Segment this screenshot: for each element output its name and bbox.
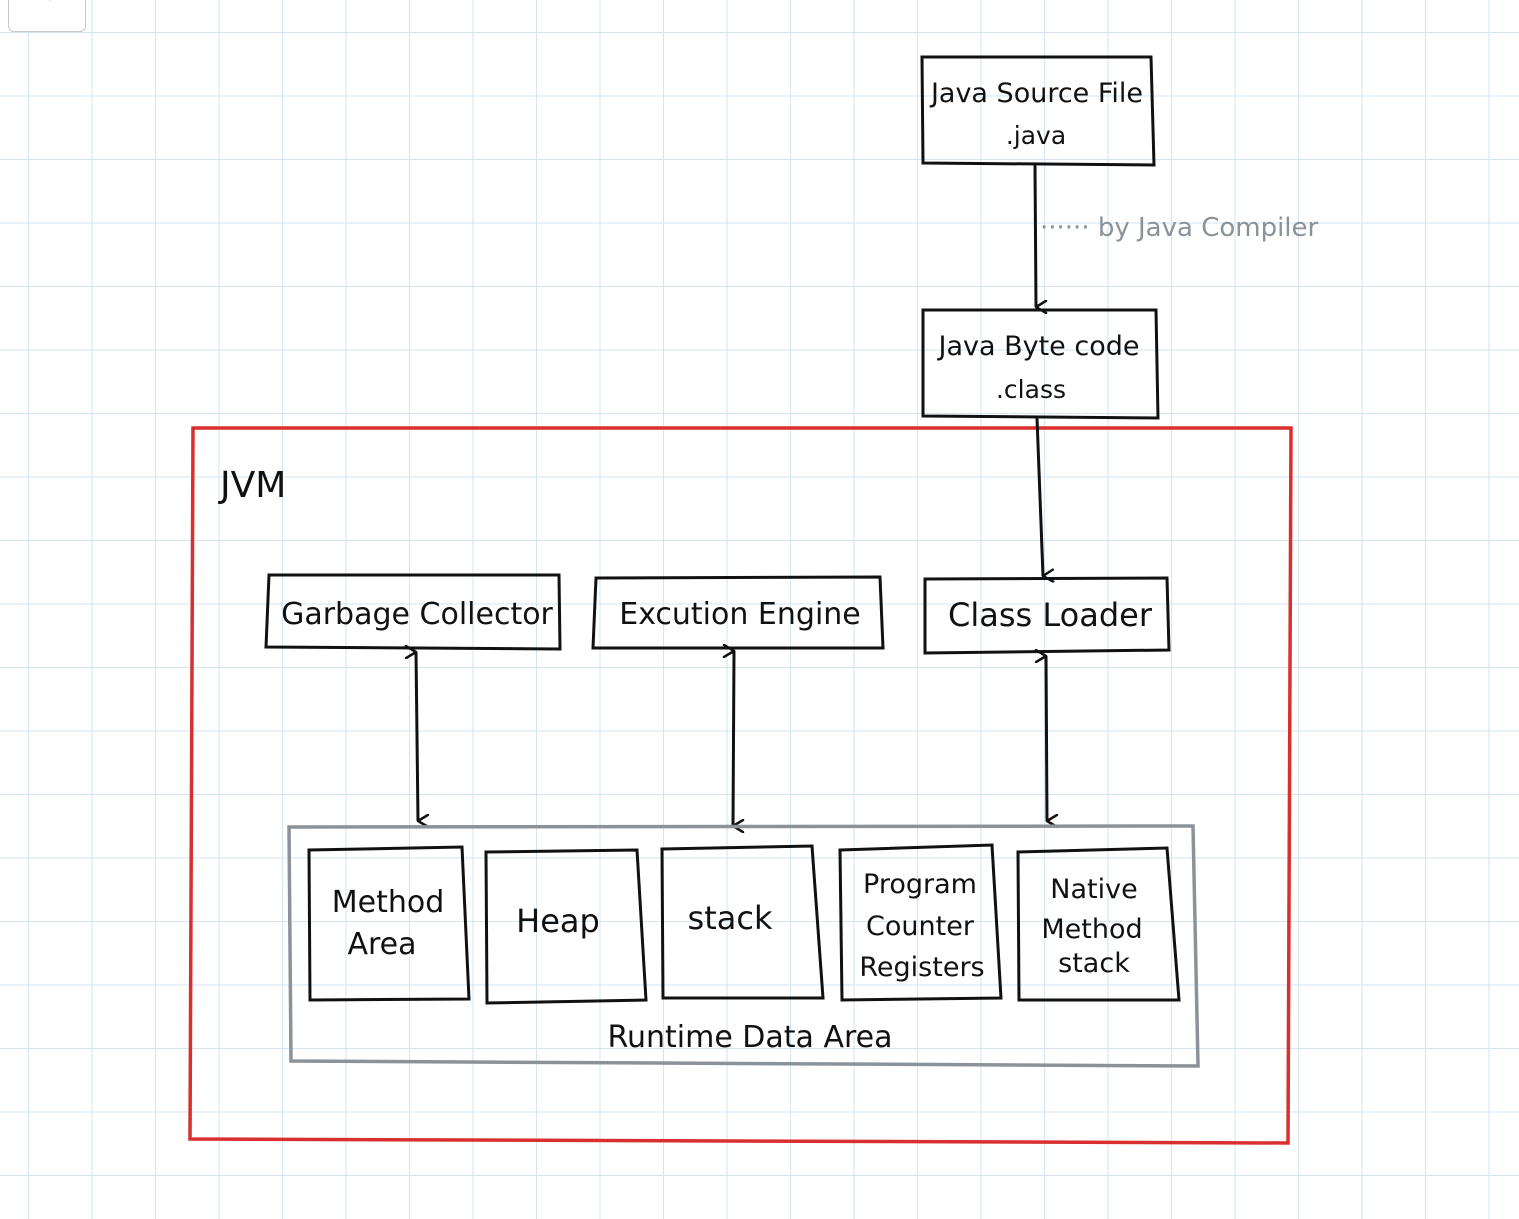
gc-runtime-arrow xyxy=(416,652,418,821)
loader-runtime-arrow xyxy=(1046,656,1047,821)
chevron-left-icon: ‹ xyxy=(45,0,61,6)
garbage-collector-box[interactable]: Garbage Collector xyxy=(264,573,562,651)
compiler-note: ······ by Java Compiler xyxy=(1040,213,1319,243)
java-byte-code-label: Java Byte code xyxy=(936,331,1139,362)
pc-registers-line2: Counter xyxy=(866,911,975,942)
stack-box[interactable]: stack xyxy=(660,844,825,1000)
native-stack-line3: stack xyxy=(1058,948,1130,979)
execution-engine-box[interactable]: Excution Engine xyxy=(591,575,885,650)
native-stack-line2: Method xyxy=(1041,914,1142,945)
pc-registers-line1: Program xyxy=(863,869,977,900)
runtime-data-area-label: Runtime Data Area xyxy=(607,1020,892,1055)
method-area-box[interactable]: Method Area xyxy=(307,845,471,1002)
method-area-line2: Area xyxy=(347,927,416,962)
method-area-line1: Method xyxy=(332,885,445,920)
native-stack-line1: Native xyxy=(1050,874,1137,905)
heap-label: Heap xyxy=(516,902,600,940)
class-loader-label: Class Loader xyxy=(948,596,1153,634)
heap-box[interactable]: Heap xyxy=(484,848,648,1005)
jvm-container[interactable]: JVM xyxy=(188,426,1293,1145)
stack-label: stack xyxy=(688,899,773,937)
back-button[interactable]: ‹ xyxy=(8,0,86,32)
execution-engine-label: Excution Engine xyxy=(619,597,861,632)
garbage-collector-label: Garbage Collector xyxy=(281,597,553,632)
java-source-file-label: Java Source File xyxy=(929,78,1143,109)
pc-registers-box[interactable]: Program Counter Registers xyxy=(838,843,1003,1002)
java-extension-label: .java xyxy=(1006,121,1066,150)
native-method-stack-box[interactable]: Native Method stack xyxy=(1016,846,1181,1002)
engine-runtime-arrow xyxy=(733,651,734,826)
compile-arrow xyxy=(1033,164,1036,307)
java-byte-code-box[interactable]: Java Byte code .class xyxy=(921,308,1160,420)
class-extension-label: .class xyxy=(996,375,1066,404)
class-loader-box[interactable]: Class Loader xyxy=(923,576,1171,655)
load-arrow xyxy=(1035,417,1043,576)
jvm-label: JVM xyxy=(218,465,286,506)
pc-registers-line3: Registers xyxy=(859,952,984,983)
java-source-file-box[interactable]: Java Source File .java xyxy=(920,55,1156,167)
runtime-data-area[interactable]: Runtime Data Area xyxy=(287,824,1200,1068)
